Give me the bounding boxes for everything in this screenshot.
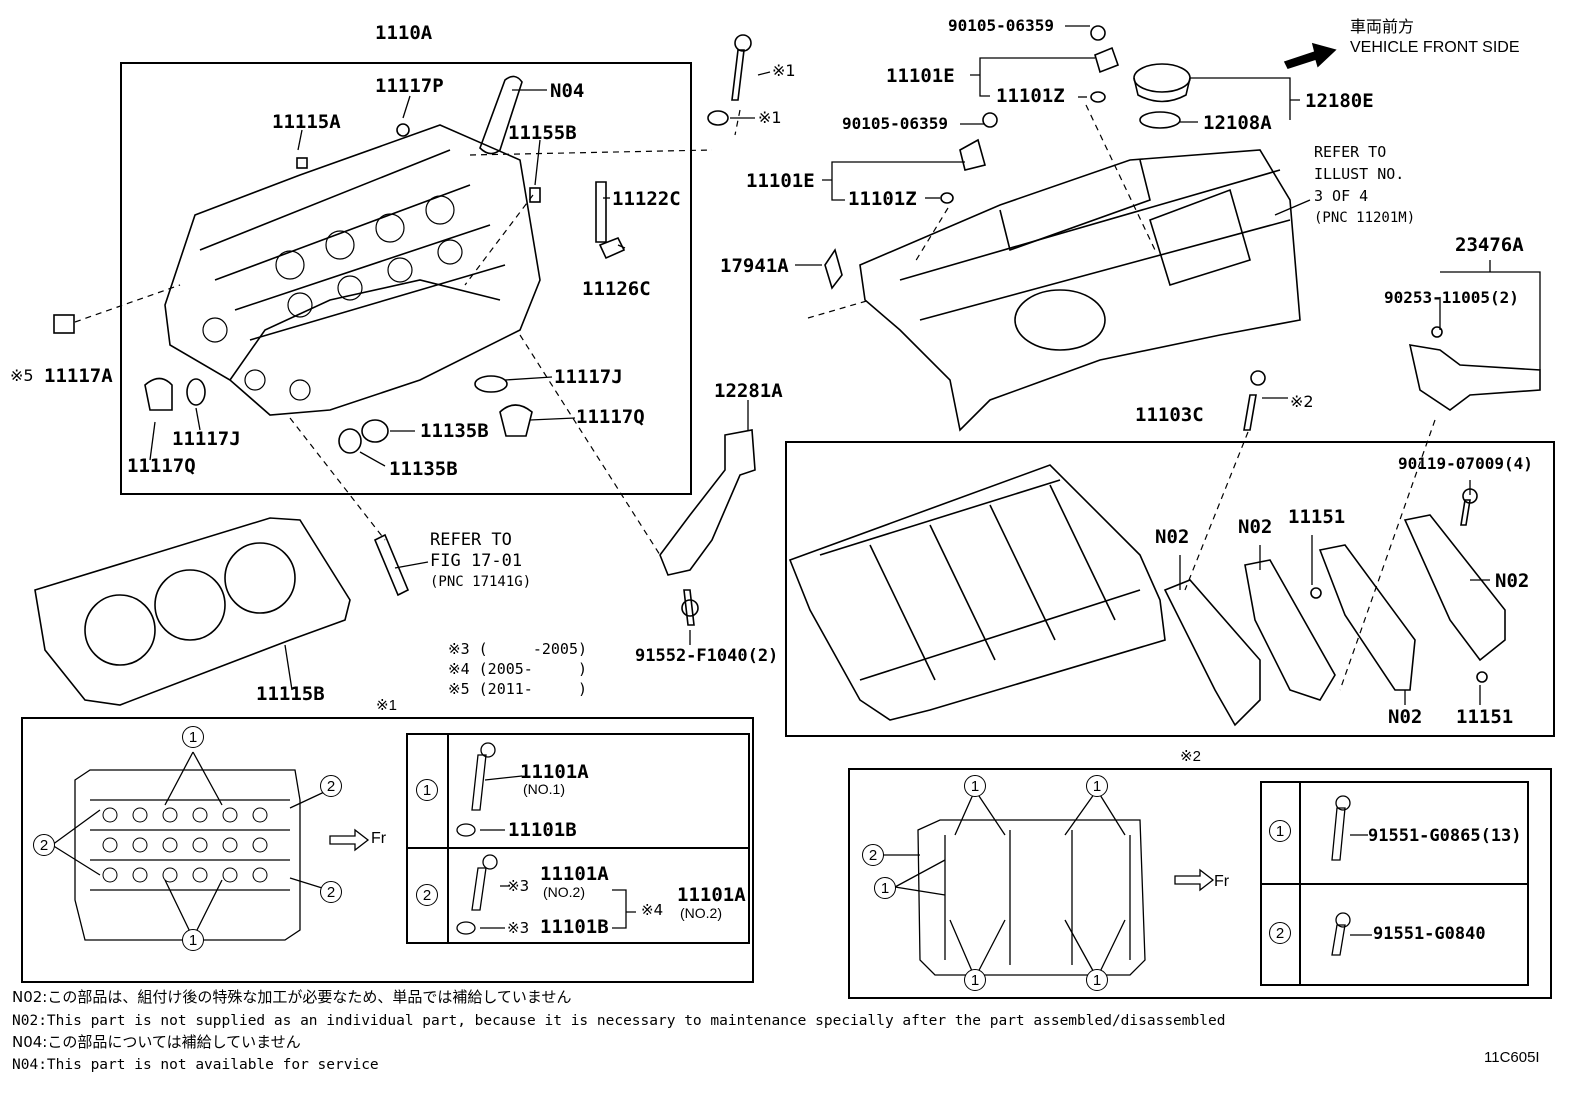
detail-2-row-2-index: 2 [1269,922,1291,944]
part-label-12108A[interactable]: 12108A [1203,112,1272,134]
part-label-11126C[interactable]: 11126C [582,278,651,300]
refer-illust-line-4: (PNC 11201M) [1314,210,1416,226]
detail-1-callout-2-right-bottom: 2 [320,881,342,903]
front-label-jp: 車両前方 [1350,19,1415,36]
illustration-code: 11C605I [1484,1049,1540,1066]
detail-1-part-11101B-b[interactable]: 11101B [540,916,609,938]
detail-1-fr-label: Fr [371,830,387,847]
detail-2-callout-1-top-right: 1 [1086,775,1108,797]
mark-2: ※2 [1290,392,1314,411]
mark-1-lower: ※1 [758,108,782,127]
refer-fig-line-2: FIG 17-01 [430,551,523,571]
refer-illust-line-1: REFER TO [1314,143,1387,161]
mark-5: ※5 [10,366,34,385]
part-label-11103C[interactable]: 11103C [1135,404,1204,426]
part-label-11115B[interactable]: 11115B [256,683,325,705]
part-label-91552-F1040[interactable]: 91552-F1040(2) [635,646,779,666]
part-label-11135B-lower[interactable]: 11135B [389,458,458,480]
detail-2-box [848,768,1552,999]
refer-illust-line-3: 3 OF 4 [1314,187,1369,205]
detail-1-table-divider-h [406,847,750,849]
year-note-4: ※4 (2005- ) [448,660,587,678]
detail-1-row-1-index: 1 [416,779,438,801]
refer-illust-line-2: ILLUST NO. [1314,165,1405,183]
detail-1-table-divider-v [447,733,449,944]
part-label-11117Q-right[interactable]: 11117Q [576,406,645,428]
detail-1-part-11101A-no2-alt[interactable]: 11101A [677,884,746,906]
part-label-12281A[interactable]: 12281A [714,380,783,402]
part-label-11117Q-left[interactable]: 11117Q [127,455,196,477]
detail-2-callout-2: 2 [862,844,884,866]
part-label-11115A[interactable]: 11115A [272,111,341,133]
part-label-11155B[interactable]: 11155B [508,122,577,144]
detail-1-sub-no2: (NO.2) [543,884,585,900]
detail-1-row-2-index: 2 [416,884,438,906]
part-label-17941A[interactable]: 17941A [720,255,789,277]
year-note-3: ※3 ( -2005) [448,640,587,658]
detail-1-callout-1-bottom: 1 [182,929,204,951]
part-label-N02-3[interactable]: N02 [1495,570,1530,592]
part-label-11101Z-mid[interactable]: 11101Z [848,188,917,210]
detail-2-fr-label: Fr [1214,873,1230,890]
detail-1-mark-4: ※4 [641,901,664,919]
part-label-1110A[interactable]: 1110A [375,22,433,44]
part-label-11117J-left[interactable]: 11117J [172,428,241,450]
part-label-N02-4[interactable]: N02 [1388,706,1423,728]
detail-2-callout-1-left: 1 [874,877,896,899]
cylinder-head-group-box [120,62,692,495]
detail-1-callout-2-right-top: 2 [320,775,342,797]
detail-2-row-1-index: 1 [1269,820,1291,842]
year-note-5: ※5 (2011- ) [448,680,587,698]
detail-1-callout-1-top: 1 [182,726,204,748]
part-label-11101E-top[interactable]: 11101E [886,65,955,87]
part-label-11151-lower[interactable]: 11151 [1456,706,1514,728]
part-label-N04[interactable]: N04 [550,80,585,102]
ladder-frame-group-box [785,441,1555,737]
part-label-11135B-upper[interactable]: 11135B [420,420,489,442]
detail-1-mark-3-a: ※3 [507,877,530,895]
footer-note-n02-jp: N02:この部品は、組付け後の特殊な加工が必要なため、単品では補給していません [12,988,572,1006]
detail-1-table [406,733,750,944]
detail-1-sub-no1: (NO.1) [523,781,565,797]
detail-2-callout-1-bottom-right: 1 [1086,969,1108,991]
part-label-11151-upper[interactable]: 11151 [1288,506,1346,528]
part-label-90105-06359-mid[interactable]: 90105-06359 [842,114,948,133]
part-label-11117A[interactable]: 11117A [44,365,113,387]
footer-note-n02-en: N02:This part is not supplied as an indi… [12,1013,1226,1029]
part-label-11117J-right[interactable]: 11117J [554,366,623,388]
detail-1-mark-3-b: ※3 [507,919,530,937]
detail-2-callout-1-bottom-left: 1 [964,969,986,991]
detail-1-callout-2-left: 2 [33,834,55,856]
part-label-90105-06359-top[interactable]: 90105-06359 [948,16,1054,35]
part-label-N02-2[interactable]: N02 [1238,516,1273,538]
part-label-90119-07009[interactable]: 90119-07009(4) [1398,454,1533,473]
footer-note-n04-en: N04:This part is not available for servi… [12,1057,379,1073]
part-label-90253-11005[interactable]: 90253-11005(2) [1384,288,1519,307]
detail-1-box [21,717,754,983]
part-label-11117P[interactable]: 11117P [375,75,444,97]
part-label-11122C[interactable]: 11122C [612,188,681,210]
part-label-23476A[interactable]: 23476A [1455,234,1524,256]
part-label-11101E-mid[interactable]: 11101E [746,170,815,192]
detail-1-sub-no2-alt: (NO.2) [680,905,722,921]
footer-note-n04-jp: N04:この部品については補給していません [12,1033,301,1051]
detail-2-title: ※2 [1180,748,1201,765]
mark-1-upper: ※1 [772,61,796,80]
detail-2-bolt-91551-G0865[interactable]: 91551-G0865(13) [1368,826,1522,846]
detail-2-table-divider-h [1260,883,1529,885]
detail-2-callout-1-top-left: 1 [964,775,986,797]
detail-1-part-11101B-a[interactable]: 11101B [508,819,577,841]
detail-2-bolt-91551-G0840[interactable]: 91551-G0840 [1373,924,1486,944]
part-label-11101Z-top[interactable]: 11101Z [996,85,1065,107]
front-label-en: VEHICLE FRONT SIDE [1350,39,1520,56]
part-label-N02-1[interactable]: N02 [1155,526,1190,548]
detail-1-part-11101A-no1[interactable]: 11101A [520,761,589,783]
part-label-12180E[interactable]: 12180E [1305,90,1374,112]
refer-fig-line-3: (PNC 17141G) [430,574,532,590]
detail-1-title: ※1 [376,697,397,714]
detail-1-part-11101A-no2[interactable]: 11101A [540,863,609,885]
refer-fig-line-1: REFER TO [430,530,512,550]
